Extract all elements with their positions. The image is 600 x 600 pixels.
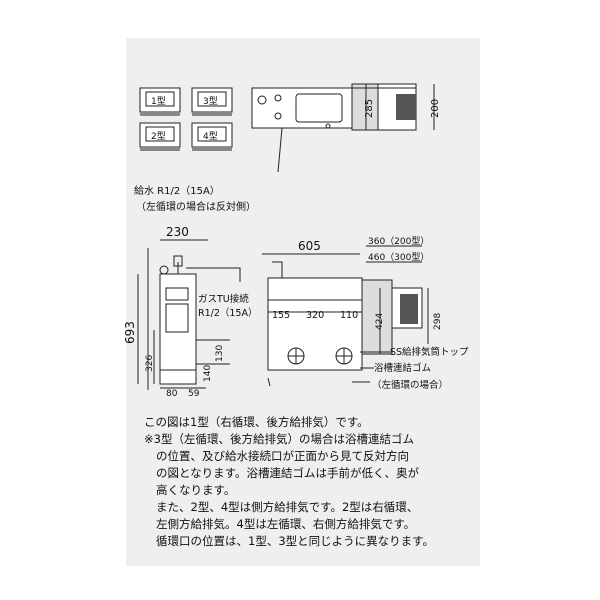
note-line-5: 高くなります。: [156, 483, 236, 497]
bath-rubber-label: 浴槽連結ゴム: [374, 362, 431, 374]
top-view: [251, 83, 417, 173]
water-supply-label: 給水 R1/2（15A）: [134, 184, 220, 197]
dim-155: 155: [272, 310, 290, 321]
gas-size: R1/2（15A）: [198, 307, 257, 319]
dim-80: 80: [166, 389, 178, 399]
variant-label-1: 1型: [151, 96, 166, 107]
front-view: [147, 248, 241, 390]
gas-label: ガスTU接続: [198, 293, 249, 305]
dim-140: 140: [203, 365, 213, 382]
dim-230: 230: [166, 225, 189, 239]
dim-360: 360（200型）: [368, 236, 429, 247]
note-line-4: の図となります。浴槽連結ゴムは手前が低く、奥が: [156, 466, 420, 480]
variant-label-3: 3型: [203, 96, 218, 107]
dim-298: 298: [433, 313, 443, 330]
dim-130: 130: [215, 345, 225, 362]
dim-460: 460（300型）: [368, 252, 429, 263]
dim-605: 605: [298, 239, 321, 253]
dim-59: 59: [188, 389, 200, 399]
variant-thumb-4: [191, 122, 233, 151]
note-line-3: の位置、及び給水接続口が正面から見て反対方向: [156, 449, 409, 463]
variant-label-2: 2型: [151, 131, 166, 142]
dim-200: 200: [430, 99, 441, 118]
variant-thumb-2: [139, 122, 181, 151]
variant-label-4: 4型: [203, 131, 218, 142]
note-line-7: 左側方給排気。4型は左循環、右側方給排気です。: [156, 517, 416, 531]
note-line-1: この図は1型（右循環、後方給排気）です。: [144, 415, 369, 429]
variant-thumb-3: [191, 87, 233, 116]
left-circ-label: （左循環の場合）: [372, 379, 448, 391]
dim-693: 693: [123, 321, 137, 344]
water-supply-note: （左循環の場合は反対側）: [136, 200, 256, 213]
variant-thumb-1: [139, 87, 181, 116]
dim-424: 424: [375, 313, 385, 330]
dim-326: 326: [145, 355, 155, 372]
ss-top-label: SS給排気筒トップ: [390, 346, 469, 358]
dim-110: 110: [340, 310, 358, 321]
dim-320: 320: [306, 310, 324, 321]
note-line-2: ※3型（左循環、後方給排気）の場合は浴槽連結ゴム: [144, 432, 414, 446]
side-view: [267, 261, 423, 387]
note-line-8: 循環口の位置は、1型、3型と同じように異なります。: [156, 534, 434, 548]
note-line-6: また、2型、4型は側方給排気です。2型は右循環、: [156, 500, 419, 514]
dim-285: 285: [364, 99, 375, 118]
